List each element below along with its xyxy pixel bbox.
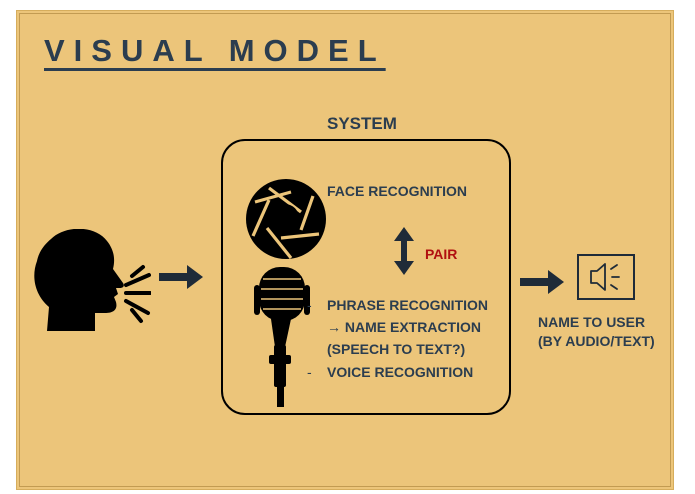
bullet-dash: - — [307, 364, 312, 380]
output-label: NAME TO USER (BY AUDIO/TEXT) — [538, 313, 655, 351]
face-recognition-label: FACE RECOGNITION — [327, 183, 468, 199]
arrow-right-icon — [520, 270, 564, 294]
output-line-1: NAME TO USER — [538, 314, 646, 330]
speaking-head-icon — [34, 229, 151, 331]
microphone-icon — [254, 267, 310, 407]
slide-frame — [19, 13, 671, 487]
voice-recognition-label: VOICE RECOGNITION — [327, 364, 474, 380]
system-label: SYSTEM — [327, 114, 397, 133]
name-extraction-label: → NAME EXTRACTION — [327, 319, 481, 335]
pair-label: PAIR — [425, 246, 458, 262]
speech-to-text-label: (SPEECH TO TEXT?) — [327, 341, 466, 357]
phrase-recognition-label: PHRASE RECOGNITION — [327, 297, 489, 313]
page-title: VISUAL MODEL — [44, 33, 386, 68]
double-arrow-icon — [394, 227, 414, 275]
speaker-icon — [577, 254, 635, 300]
system-box — [221, 139, 511, 415]
arrow-right-icon — [159, 265, 203, 289]
slide: VISUAL MODEL SYSTEM FACE RECOGNITION — [16, 10, 674, 490]
bullet-dash: - — [307, 297, 312, 313]
camera-aperture-icon — [246, 179, 326, 259]
output-line-2: (BY AUDIO/TEXT) — [538, 332, 655, 349]
